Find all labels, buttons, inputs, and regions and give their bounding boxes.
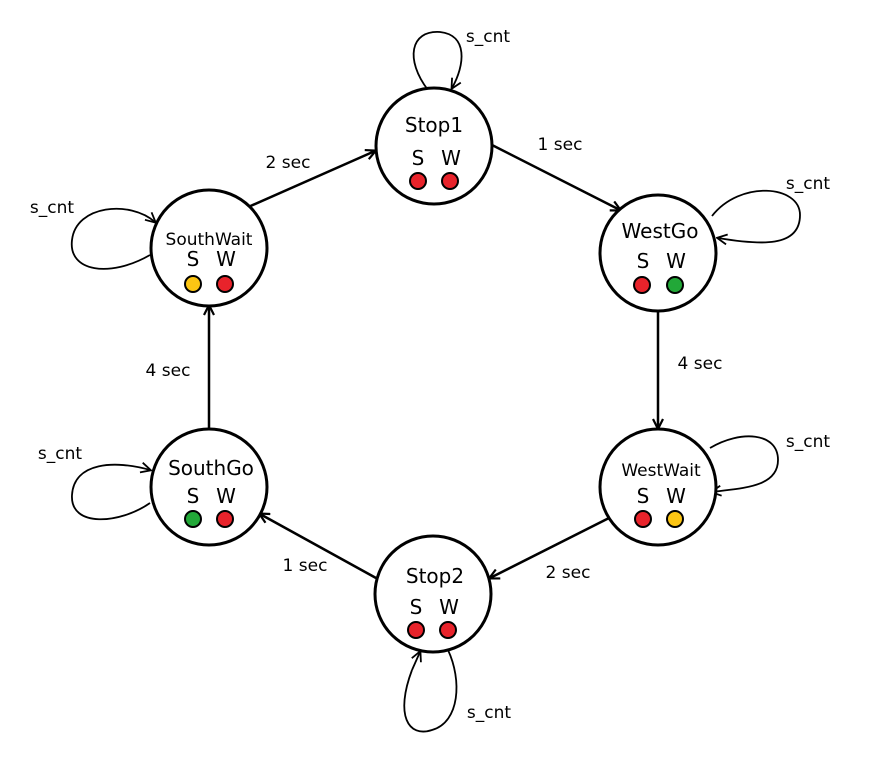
west-label: W [439,595,459,619]
self-loop-westwait [710,435,779,492]
state-name: SouthGo [168,456,254,480]
state-name: WestWait [621,461,701,481]
state-circle [374,86,494,206]
south-light [184,510,202,528]
transition-label-westwait-stop2: 2 sec [546,563,591,583]
state-southgo: SouthGo S W [149,427,269,547]
transition-label-southwait-stop1: 2 sec [266,153,311,173]
self-loop-southwait [71,207,155,270]
transition-stop1-westgo [491,143,620,210]
state-circle [149,427,269,547]
state-circle [598,193,718,313]
self-loop-westgo [711,189,801,243]
transition-label-stop1-westgo: 1 sec [538,135,583,155]
state-southwait: SouthWait S W [149,188,269,308]
south-light [184,275,202,293]
south-light [633,276,651,294]
transition-stop2-southgo [260,514,377,580]
state-westgo: WestGo S W [598,193,718,313]
south-light [634,510,652,528]
transition-label-southgo-southwait: 4 sec [146,361,191,381]
west-light [216,275,234,293]
self-loop-label-southwait: s_cnt [30,198,74,218]
self-loop-stop2-head [411,652,420,671]
west-light [666,276,684,294]
west-label: W [216,247,236,271]
self-loop-label-westgo: s_cnt [786,174,830,194]
self-loop-label-stop1: s_cnt [466,27,510,47]
self-loop-label-westwait: s_cnt [786,432,830,452]
south-label: S [412,146,425,170]
south-label: S [187,484,200,508]
self-loop-label-stop2: s_cnt [467,703,511,723]
south-label: S [637,249,650,273]
west-light [439,621,457,639]
state-stop1: Stop1 S W [374,86,494,206]
self-loop-label-southgo: s_cnt [38,444,82,464]
state-name: Stop1 [405,113,463,137]
state-westwait: WestWait S W [598,427,718,547]
state-circle [149,188,269,308]
west-label: W [666,249,686,273]
self-loop-southgo [71,465,150,521]
south-label: S [187,247,200,271]
state-circle [373,534,493,654]
state-name: WestGo [622,219,699,243]
west-label: W [441,146,461,170]
west-label: W [216,484,236,508]
transition-southwait-stop1 [245,151,375,210]
south-light [407,621,425,639]
self-loop-stop2 [403,649,458,733]
transition-label-stop2-southgo: 1 sec [283,556,328,576]
state-stop2: Stop2 S W [373,534,493,654]
transition-westwait-stop2 [490,516,610,578]
state-circle [598,427,718,547]
south-light [409,172,427,190]
west-light [216,510,234,528]
west-light [666,510,684,528]
state-name: SouthWait [166,230,253,250]
state-name: Stop2 [406,564,464,588]
west-label: W [666,484,686,508]
transition-label-westgo-westwait: 4 sec [678,354,723,374]
south-label: S [410,595,423,619]
south-label: S [637,484,650,508]
west-light [441,172,459,190]
self-loop-stop1 [412,31,463,90]
